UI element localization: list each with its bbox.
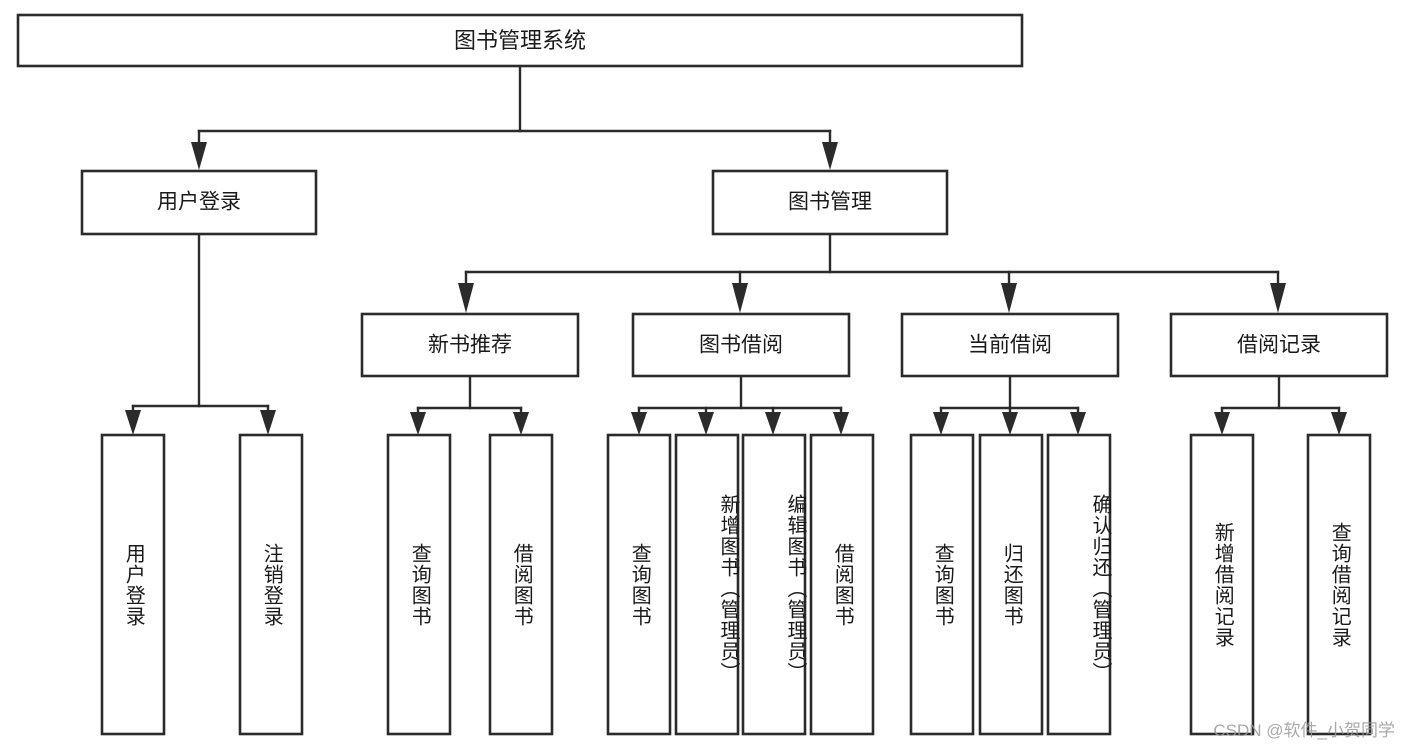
arrow-bb-leaf-4 xyxy=(833,412,849,435)
node-root[interactable]: 图书管理系统 xyxy=(16,13,1024,68)
node-new-book-recommend[interactable]: 新书推荐 xyxy=(360,312,580,378)
arrow-nbr-leaf-2 xyxy=(513,412,529,435)
arrow-book-borrow xyxy=(732,283,748,313)
arrow-nbr-leaf-1 xyxy=(410,412,426,435)
node-borrow-record[interactable]: 借阅记录 xyxy=(1169,312,1389,378)
arrow-bb-leaf-2 xyxy=(698,412,714,435)
arrow-cb-leaf-3 xyxy=(1070,412,1086,435)
arrow-current-borrow xyxy=(1001,283,1017,313)
arrow-book-manage xyxy=(822,142,838,170)
leaf-box-current-borrow-2[interactable] xyxy=(1046,433,1112,736)
connector-group-new-book-rec-leaves xyxy=(410,374,529,435)
leaf-group-new-book-recommend xyxy=(386,433,554,736)
connector-group-book-manage-to-level3 xyxy=(458,232,1286,313)
node-book-borrow-box[interactable] xyxy=(631,312,851,378)
leaf-box-current-borrow-0[interactable] xyxy=(909,433,975,736)
arrow-br-leaf-2 xyxy=(1331,412,1347,435)
connector-group-book-borrow-leaves xyxy=(631,374,849,435)
node-new-book-recommend-label: 新书推荐 xyxy=(428,334,512,357)
arrow-cb-leaf-1 xyxy=(933,412,949,435)
node-borrow-record-label: 借阅记录 xyxy=(1237,334,1321,357)
arrow-leaf-user-login xyxy=(125,410,141,435)
connector-group-borrow-record-leaves xyxy=(1214,374,1347,435)
connector-group-current-borrow-leaves xyxy=(933,374,1086,435)
node-root-label: 图书管理系统 xyxy=(454,28,586,53)
node-book-manage-box[interactable] xyxy=(711,169,949,236)
node-root-box[interactable] xyxy=(16,13,1024,68)
leaf-box-user-login-0[interactable] xyxy=(100,433,166,736)
node-user-login-box[interactable] xyxy=(80,169,318,236)
leaf-group-book-borrow xyxy=(606,433,875,736)
leaf-box-book-borrow-1[interactable] xyxy=(674,433,740,736)
leaf-box-borrow-record-0[interactable] xyxy=(1189,433,1255,736)
node-borrow-record-box[interactable] xyxy=(1169,312,1389,378)
node-current-borrow[interactable]: 当前借阅 xyxy=(900,312,1120,378)
leaf-box-borrow-record-1[interactable] xyxy=(1306,433,1372,736)
connector-group-user-login-to-leaves xyxy=(125,232,276,435)
arrow-new-book-rec xyxy=(458,283,474,313)
leaf-box-new-book-rec-1[interactable] xyxy=(488,433,554,736)
connector-group-root-to-level2 xyxy=(191,64,838,170)
node-book-manage-label: 图书管理 xyxy=(788,191,872,214)
leaf-box-book-borrow-3[interactable] xyxy=(809,433,875,736)
node-book-manage[interactable]: 图书管理 xyxy=(711,169,949,236)
leaf-box-book-borrow-0[interactable] xyxy=(606,433,672,736)
arrow-br-leaf-1 xyxy=(1214,412,1230,435)
arrow-user-login xyxy=(191,142,207,170)
leaf-box-new-book-rec-0[interactable] xyxy=(386,433,452,736)
node-user-login[interactable]: 用户登录 xyxy=(80,169,318,236)
arrow-bb-leaf-1 xyxy=(631,412,647,435)
leaf-group-borrow-record xyxy=(1189,433,1372,736)
arrow-cb-leaf-2 xyxy=(1002,412,1018,435)
leaf-box-current-borrow-1[interactable] xyxy=(978,433,1044,736)
arrow-borrow-record xyxy=(1270,283,1286,313)
leaf-box-book-borrow-2[interactable] xyxy=(741,433,807,736)
node-book-borrow[interactable]: 图书借阅 xyxy=(631,312,851,378)
leaf-group-current-borrow xyxy=(909,433,1112,736)
leaf-group-user-login xyxy=(100,433,304,736)
node-book-borrow-label: 图书借阅 xyxy=(699,334,783,357)
leaf-box-user-login-1[interactable] xyxy=(238,433,304,736)
arrow-bb-leaf-3 xyxy=(765,412,781,435)
node-current-borrow-label: 当前借阅 xyxy=(968,334,1052,357)
node-new-book-recommend-box[interactable] xyxy=(360,312,580,378)
arrow-leaf-logout xyxy=(260,410,276,435)
node-user-login-label: 用户登录 xyxy=(157,191,241,214)
node-current-borrow-box[interactable] xyxy=(900,312,1120,378)
